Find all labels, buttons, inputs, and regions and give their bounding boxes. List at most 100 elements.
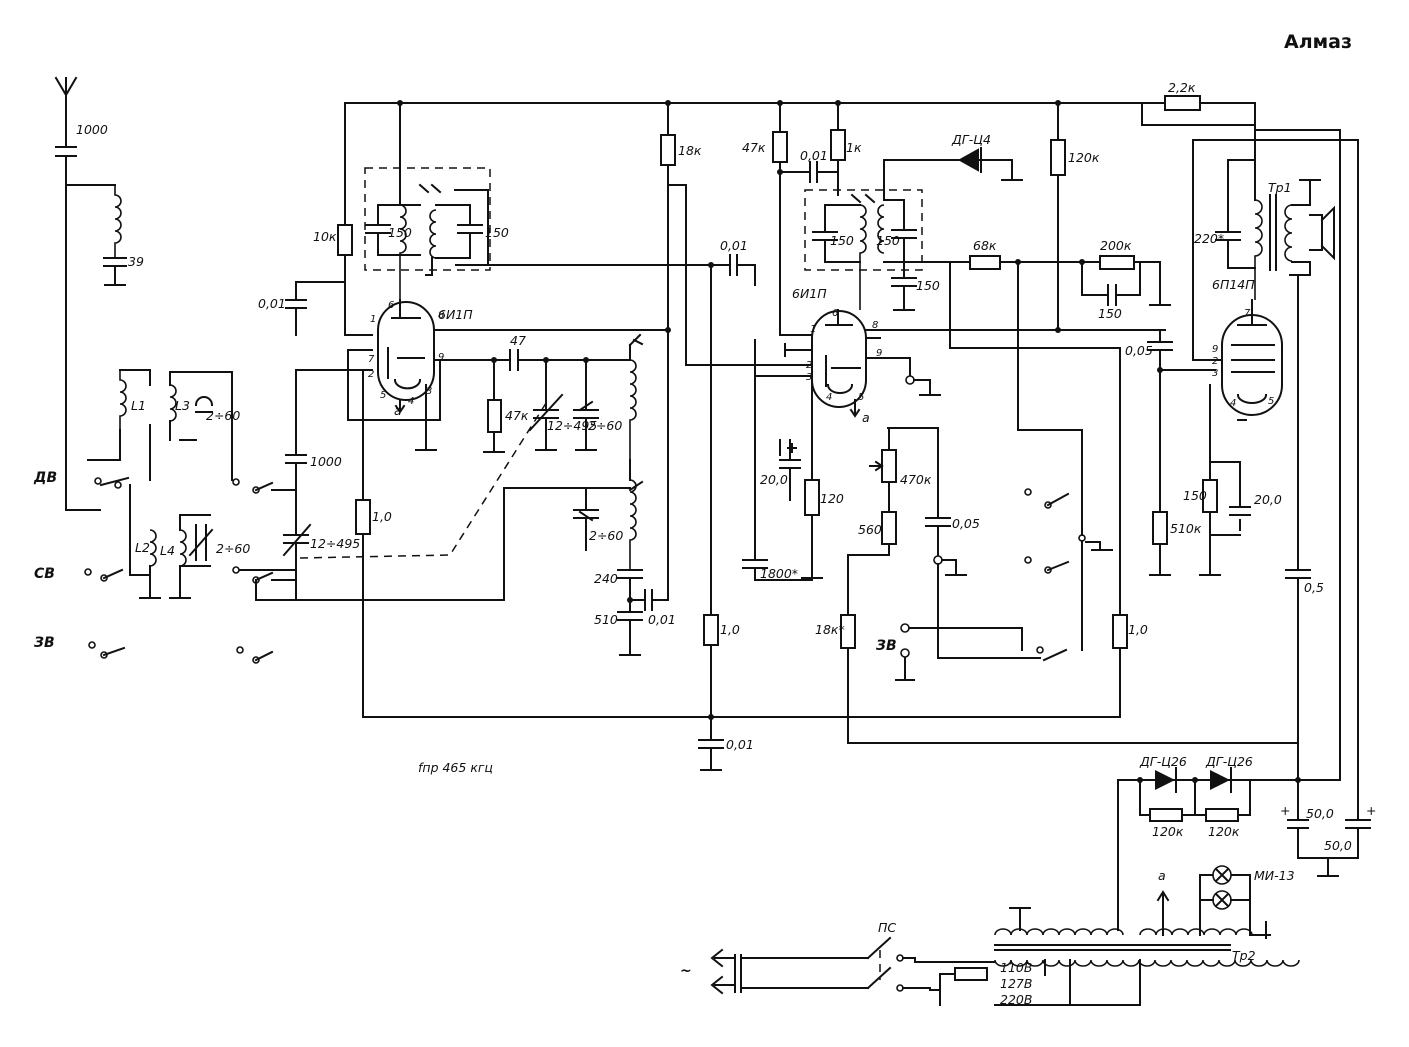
voltage-220-label: 220В — [1000, 992, 1032, 1007]
tube-mixer — [377, 299, 449, 401]
trimmer-l3-value: 2÷60 — [206, 408, 240, 423]
c001-a-value: 0,01 — [258, 296, 286, 311]
c05-value: 0,5 — [1304, 580, 1324, 595]
voltage-110-label: 110В — [1000, 960, 1032, 975]
tube-mixer-label: 6И1П — [438, 307, 473, 322]
tube3-pin3: 3 — [1212, 368, 1218, 379]
lamp-label: МИ-13 — [1254, 868, 1295, 883]
c510-value: 510 — [594, 612, 618, 627]
potentiometer-470k — [881, 449, 897, 483]
r1k-value: 1к — [846, 140, 862, 155]
tube3-pin4: 4 — [1230, 398, 1236, 409]
band-zv-label: ЗВ — [34, 635, 55, 651]
if-frequency-note: fпр 465 кгц — [418, 760, 493, 775]
trimmer-osc-value: 2÷60 — [588, 418, 622, 433]
indicator-lamp-icon — [1199, 865, 1251, 910]
vcap1-value: 12÷495 — [310, 536, 360, 551]
c001-c-value: 0,01 — [726, 737, 754, 752]
tube2-pin8: 8 — [872, 320, 878, 331]
filament-tap-label: а — [1158, 868, 1166, 883]
if-transformer-1 — [365, 102, 489, 300]
tube2-pin4: 4 — [826, 392, 832, 403]
coil-l4-label: L4 — [160, 543, 175, 558]
schematic-title: Алмаз — [1284, 31, 1352, 53]
r150-value: 150 — [1183, 488, 1207, 503]
coil-l1-label: L1 — [131, 398, 146, 413]
c005-b-value: 0,05 — [1125, 343, 1153, 358]
resistor-2k2 — [1164, 95, 1201, 111]
resistor-18k-a — [660, 134, 676, 166]
c001-b-value: 0,01 — [648, 612, 676, 627]
rectifier-diode-1 — [1155, 770, 1175, 790]
trimmer-l4-value: 2÷60 — [216, 541, 250, 556]
r470k-value: 470к — [900, 472, 932, 487]
c150-b-value: 150 — [485, 225, 509, 240]
c240-value: 240 — [594, 571, 618, 586]
resistor-120k — [1050, 139, 1066, 176]
c001-e-value: 0,01 — [800, 148, 828, 163]
tube-if-label: 6И1П — [792, 286, 827, 301]
tube2-pin1: 1 — [810, 324, 816, 335]
c001-d-value: 0,01 — [720, 238, 748, 253]
rectifier-diode-2 — [1210, 770, 1230, 790]
tube2-pin5: 5 — [858, 392, 864, 403]
resistor-510k — [1152, 511, 1168, 545]
resistor-10k — [337, 224, 353, 256]
coil-l3-label: L3 — [175, 398, 190, 413]
resistor-1k — [830, 129, 846, 161]
r120k-a-value: 120к — [1152, 824, 1184, 839]
resistor-47k — [487, 399, 502, 433]
band-dv-label: ДВ — [33, 470, 57, 486]
r68k-value: 68к — [973, 238, 997, 253]
c150-c-value: 150 — [830, 233, 854, 248]
tube3-pin9: 9 — [1212, 344, 1218, 355]
tube-if-amp — [811, 309, 881, 408]
c20-a-value: 20,0 — [760, 472, 788, 487]
mains-symbol: ~ — [680, 963, 692, 979]
rect-diode-1-label: ДГ-Ц26 — [1139, 754, 1187, 769]
r560-value: 560 — [858, 522, 882, 537]
resistor-120k-a — [1149, 808, 1183, 822]
fuse — [954, 967, 988, 981]
power-switch-label: ПС — [878, 920, 896, 935]
antenna-capacitor — [55, 146, 77, 186]
r18k-a-value: 18к — [678, 143, 702, 158]
tube1-pin1: 1 — [370, 314, 376, 325]
c150-f-value: 150 — [1098, 306, 1122, 321]
c1800-value: 1800* — [760, 566, 798, 581]
c150-d-value: 150 — [876, 233, 900, 248]
voltage-127-label: 127В — [1000, 976, 1032, 991]
rect-diode-2-label: ДГ-Ц26 — [1205, 754, 1253, 769]
c150-e-value: 150 — [916, 278, 940, 293]
tube1-pin7: 7 — [368, 354, 375, 365]
band-switch-middle — [1024, 488, 1113, 662]
r1m-b-value: 1,0 — [720, 622, 740, 637]
pickup-label: ЗВ — [876, 638, 897, 654]
r47k-b-value: 47к — [742, 140, 766, 155]
if-transformer-1-shield — [364, 167, 491, 271]
resistor-18k-b — [840, 614, 856, 649]
resistor-68k — [969, 255, 1001, 270]
tube2-pin3: 3 — [806, 372, 812, 383]
c20-b-value: 20,0 — [1254, 492, 1282, 507]
tube2-pin2: 2 — [806, 360, 812, 371]
r120k-value: 120к — [1068, 150, 1100, 165]
c39-value: 39 — [128, 254, 144, 269]
resistor-120 — [804, 479, 820, 516]
c150-a-value: 150 — [388, 225, 412, 240]
r200k-value: 200к — [1100, 238, 1132, 253]
tube1-pin2: 2 — [368, 369, 374, 380]
vcap2-value: 12÷495 — [547, 418, 597, 433]
tube-output-label: 6П14П — [1212, 277, 1255, 292]
coil-l2-label: L2 — [135, 540, 150, 555]
tube3-pin5: 5 — [1268, 396, 1274, 407]
coil-l4 — [169, 514, 214, 599]
antenna-coil — [103, 185, 127, 286]
tube3-pin7: 7 — [1244, 308, 1251, 319]
power-switch[interactable] — [866, 936, 904, 992]
resistor-1m-b — [703, 614, 719, 646]
c1000-value: 1000 — [310, 454, 342, 469]
band-sv-label: СВ — [34, 566, 55, 582]
osc-coil-2 — [629, 479, 637, 570]
